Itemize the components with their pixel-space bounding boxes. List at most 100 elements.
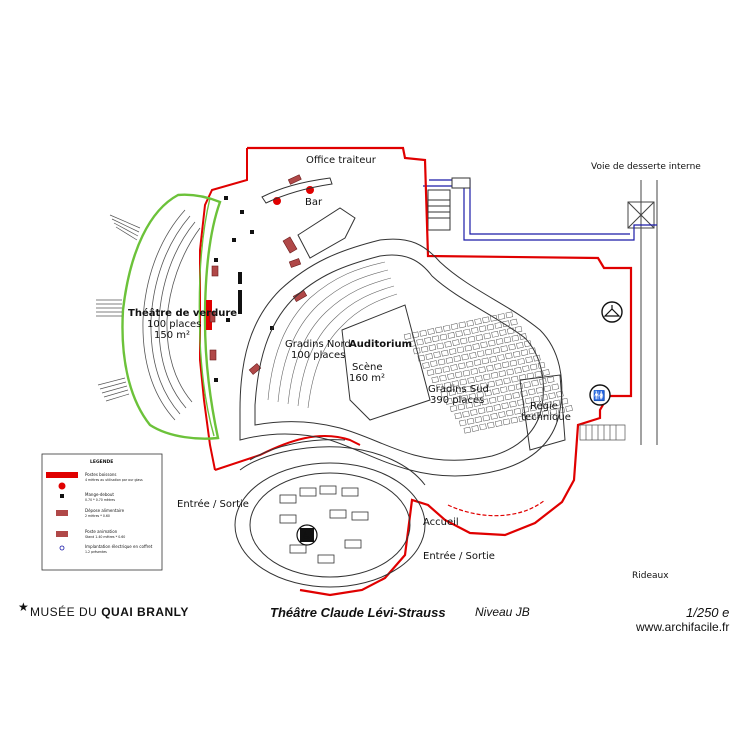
desk-block: [317, 554, 335, 564]
seat: [440, 390, 449, 398]
seat: [472, 343, 480, 350]
site-credit-link[interactable]: www.archifacile.fr: [636, 620, 730, 634]
seat-row: [426, 347, 537, 376]
seat: [531, 379, 539, 387]
seat: [509, 359, 518, 367]
seat: [500, 345, 508, 353]
seat: [470, 409, 478, 416]
seat: [512, 391, 520, 399]
green-garden-theatre: [121, 193, 222, 440]
seat: [487, 380, 496, 388]
seat: [474, 416, 483, 423]
plan-scale: 1/250 e: [686, 605, 730, 620]
seat: [465, 360, 474, 368]
seat: [462, 410, 470, 418]
seat: [488, 396, 497, 404]
seat: [451, 380, 460, 387]
seat: [549, 408, 558, 416]
seat: [507, 384, 516, 392]
seat: [518, 415, 526, 422]
seat: [490, 371, 499, 379]
desk-block: [341, 487, 359, 497]
seat: [417, 354, 426, 362]
seat: [556, 390, 564, 398]
seat: [443, 381, 452, 389]
toilets-glyph: 🚻: [593, 389, 605, 402]
seat: [447, 332, 456, 339]
seat: [480, 341, 488, 349]
seat: [487, 421, 495, 429]
seat: [499, 329, 507, 336]
seat: [535, 386, 544, 394]
seat: [532, 395, 541, 403]
seat: [483, 332, 491, 340]
seat: [508, 343, 516, 351]
seat-row: [436, 361, 546, 391]
seat: [464, 344, 473, 352]
seat: [408, 340, 416, 348]
seat: [492, 387, 500, 395]
seat: [425, 353, 433, 360]
seat: [488, 339, 496, 347]
green-garden-inner-edge: [198, 197, 215, 437]
seat: [534, 370, 543, 378]
seat-row: [422, 340, 532, 369]
seat: [523, 340, 532, 348]
seat: [453, 396, 461, 404]
desk-block: [289, 544, 307, 554]
seat: [521, 406, 530, 414]
seat: [449, 405, 458, 412]
seat: [484, 348, 493, 356]
seat: [481, 357, 490, 365]
desk-block: [319, 485, 337, 495]
seat: [471, 384, 480, 391]
side-stairs-right: [579, 424, 626, 441]
seat: [470, 368, 479, 375]
seat: [496, 395, 505, 402]
red-perimeter: [247, 146, 633, 597]
legend-box: [41, 453, 163, 571]
seat: [448, 389, 456, 396]
seat: [437, 358, 446, 366]
seat: [513, 407, 522, 415]
seat: [498, 411, 506, 418]
seat: [516, 342, 524, 349]
seat: [435, 326, 443, 334]
seat: [456, 346, 465, 354]
seat: [540, 394, 549, 401]
seat: [520, 390, 528, 397]
seat: [467, 376, 475, 384]
seat: [474, 318, 482, 325]
seat: [493, 404, 502, 411]
seat: [475, 375, 483, 382]
seat: [463, 426, 472, 434]
seat: [517, 399, 525, 406]
right-boundary-lines: [627, 180, 658, 445]
desk-block: [329, 509, 347, 519]
seat: [424, 337, 432, 344]
seat: [485, 405, 494, 413]
seat: [478, 325, 487, 333]
seat: [500, 386, 508, 394]
seat: [565, 405, 573, 412]
seat: [464, 385, 472, 393]
red-perimeter-left: [199, 148, 248, 471]
seat: [479, 382, 488, 390]
seat: [462, 369, 471, 377]
seat: [494, 363, 502, 370]
seat: [552, 399, 561, 407]
seat: [515, 383, 524, 390]
seat: [533, 354, 541, 362]
seat: [439, 333, 448, 341]
seat: [442, 365, 450, 373]
seat: [459, 419, 467, 427]
seat: [478, 366, 486, 374]
seat: [560, 397, 569, 405]
seat: [482, 373, 491, 381]
seat: [492, 346, 501, 354]
seat: [459, 337, 468, 345]
seat: [455, 330, 463, 338]
seat: [497, 313, 506, 320]
bar-kitchen-block: [297, 207, 356, 259]
